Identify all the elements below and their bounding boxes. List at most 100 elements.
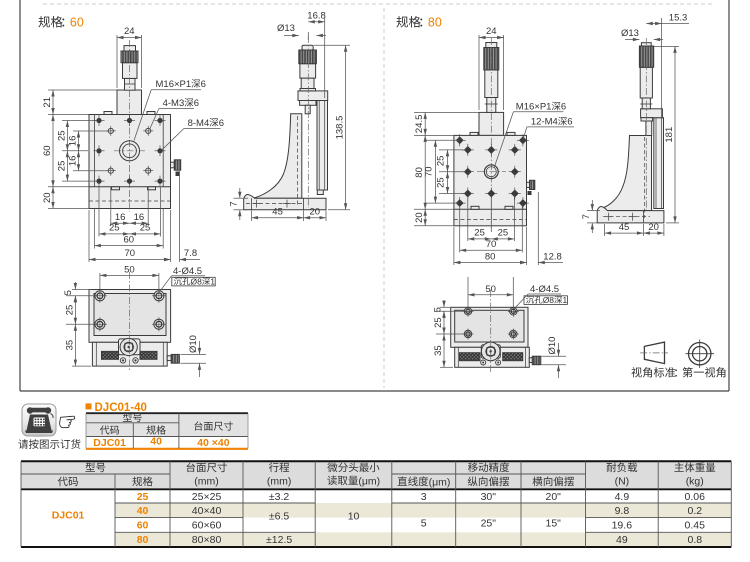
- svg-text:4-M3: 4-M3: [163, 98, 185, 109]
- svg-text:25: 25: [498, 228, 509, 239]
- svg-text:35: 35: [433, 345, 444, 356]
- svg-text:25: 25: [64, 305, 75, 316]
- svg-text:±6.5: ±6.5: [269, 511, 290, 523]
- svg-text:Ø13: Ø13: [621, 28, 639, 39]
- svg-text:15.3: 15.3: [669, 12, 688, 23]
- svg-text:24.5: 24.5: [414, 115, 425, 133]
- svg-text:4-Ø4.5: 4-Ø4.5: [173, 266, 202, 277]
- svg-text:25: 25: [436, 177, 447, 188]
- svg-text:Ø8: Ø8: [191, 276, 203, 286]
- svg-text:9.8: 9.8: [615, 505, 630, 517]
- svg-text:45: 45: [619, 222, 630, 233]
- svg-text:0.8: 0.8: [688, 534, 703, 546]
- svg-text:181: 181: [664, 127, 675, 143]
- svg-text:40: 40: [137, 505, 149, 517]
- svg-text:M16×P1: M16×P1: [516, 102, 552, 113]
- svg-text:20: 20: [414, 212, 425, 223]
- svg-text:±12.5: ±12.5: [266, 534, 292, 546]
- svg-text:0.2: 0.2: [688, 505, 703, 517]
- svg-text:6: 6: [194, 98, 199, 109]
- svg-text:60: 60: [124, 234, 135, 245]
- svg-text:(μm): (μm): [358, 475, 380, 487]
- svg-text:50: 50: [124, 264, 135, 275]
- svg-text:±3.2: ±3.2: [269, 491, 290, 503]
- svg-text:80: 80: [414, 167, 425, 178]
- svg-text:12-M4: 12-M4: [531, 117, 558, 128]
- svg-text:7: 7: [228, 201, 239, 206]
- svg-text:60: 60: [137, 520, 149, 532]
- svg-text:(μm): (μm): [429, 476, 451, 488]
- svg-text:0.45: 0.45: [685, 520, 706, 532]
- svg-text:5: 5: [432, 307, 443, 312]
- svg-text:70: 70: [125, 248, 136, 259]
- svg-text:60×60: 60×60: [192, 520, 222, 532]
- svg-text:19.6: 19.6: [612, 520, 633, 532]
- svg-text:DJC01-40: DJC01-40: [95, 402, 147, 414]
- svg-text:30": 30": [481, 491, 497, 503]
- svg-text:8-M4: 8-M4: [188, 118, 210, 129]
- svg-text:45: 45: [272, 207, 283, 218]
- svg-text:35: 35: [64, 340, 75, 351]
- svg-text:Ø10: Ø10: [188, 335, 199, 353]
- svg-text:DJC01: DJC01: [52, 510, 85, 522]
- svg-text:80×80: 80×80: [192, 534, 222, 546]
- svg-text:3: 3: [421, 491, 427, 503]
- svg-text:(N): (N): [615, 475, 630, 487]
- svg-text:10: 10: [348, 511, 360, 523]
- svg-text:16.8: 16.8: [307, 11, 326, 22]
- svg-text:15": 15": [546, 518, 562, 530]
- svg-text:(mm): (mm): [194, 475, 219, 487]
- svg-text:138.5: 138.5: [335, 116, 346, 140]
- svg-text:25×25: 25×25: [192, 491, 222, 503]
- svg-text:70: 70: [423, 166, 434, 177]
- svg-text:Ø8: Ø8: [543, 295, 555, 305]
- svg-text:6: 6: [561, 102, 566, 113]
- svg-text:25: 25: [140, 223, 151, 234]
- svg-text:70: 70: [486, 239, 497, 250]
- svg-text:21: 21: [42, 97, 53, 108]
- svg-text:Ø10: Ø10: [547, 337, 558, 355]
- svg-text:(mm): (mm): [267, 475, 292, 487]
- svg-text:80: 80: [485, 251, 496, 262]
- svg-text:6: 6: [567, 117, 572, 128]
- svg-text:25: 25: [109, 223, 120, 234]
- svg-text:20: 20: [42, 192, 53, 203]
- svg-text:7.8: 7.8: [184, 248, 197, 259]
- svg-text:12.8: 12.8: [543, 251, 562, 262]
- svg-text:0.06: 0.06: [685, 491, 706, 503]
- svg-text:20: 20: [648, 222, 659, 233]
- svg-text:40: 40: [150, 435, 162, 447]
- svg-text:20: 20: [310, 207, 321, 218]
- svg-text:Ø13: Ø13: [277, 23, 295, 34]
- svg-text:25: 25: [433, 317, 444, 328]
- svg-text:7: 7: [581, 214, 592, 219]
- svg-text:16: 16: [115, 212, 126, 223]
- svg-text:24: 24: [486, 26, 497, 37]
- svg-text:40×40: 40×40: [192, 505, 222, 517]
- svg-text:4.9: 4.9: [615, 491, 630, 503]
- svg-text:60: 60: [70, 16, 84, 30]
- svg-text:4-Ø4.5: 4-Ø4.5: [530, 284, 559, 295]
- svg-text:25: 25: [436, 156, 447, 167]
- svg-text:DJC01: DJC01: [93, 437, 126, 449]
- svg-text:16: 16: [134, 212, 145, 223]
- svg-text:25: 25: [137, 491, 149, 503]
- svg-text:16: 16: [68, 156, 79, 167]
- svg-text:M16×P1: M16×P1: [156, 79, 192, 90]
- svg-text:1: 1: [210, 276, 215, 286]
- svg-text:80: 80: [428, 16, 442, 30]
- svg-text:50: 50: [485, 284, 496, 295]
- svg-text:40 ×40: 40 ×40: [197, 437, 230, 449]
- svg-text:25: 25: [56, 130, 67, 141]
- svg-text:(kg): (kg): [686, 475, 704, 487]
- svg-text:25": 25": [481, 518, 497, 530]
- svg-text:20": 20": [546, 491, 562, 503]
- svg-text:6: 6: [201, 79, 206, 90]
- svg-text:5: 5: [421, 518, 427, 530]
- svg-text:49: 49: [616, 534, 628, 546]
- svg-text:60: 60: [42, 145, 53, 156]
- svg-text:25: 25: [56, 161, 67, 172]
- svg-text:5: 5: [63, 290, 74, 295]
- svg-text:25: 25: [474, 228, 485, 239]
- svg-text:1: 1: [563, 295, 568, 305]
